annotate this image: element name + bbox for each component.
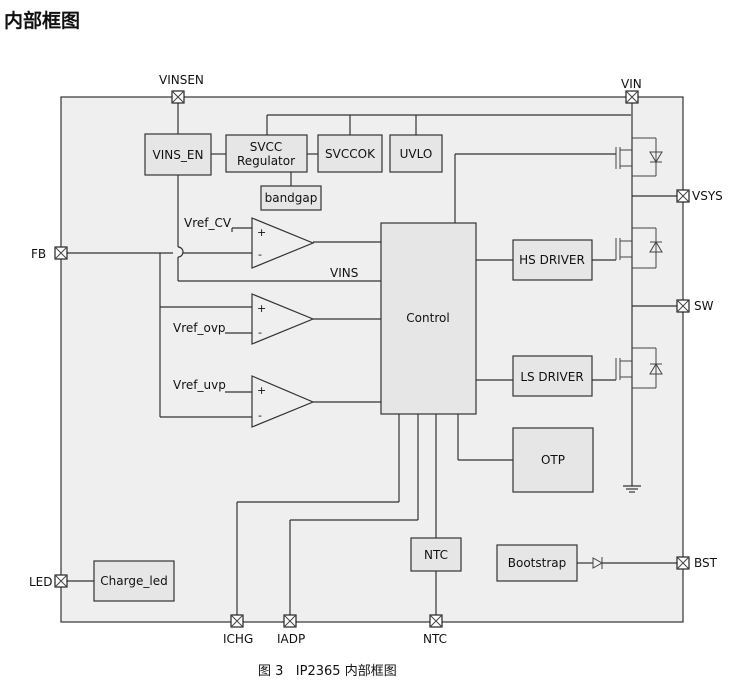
signal-vins: VINS xyxy=(330,266,358,280)
wires xyxy=(67,103,677,615)
pin-fb-label: FB xyxy=(31,247,46,261)
block-ntc: NTC xyxy=(410,537,462,572)
pin-ichg-label: ICHG xyxy=(223,632,253,646)
signal-vref-cv: Vref_CV xyxy=(184,216,232,230)
pin-sw-label: SW xyxy=(694,299,714,313)
page-title: 内部框图 xyxy=(4,9,80,32)
otp-label: OTP xyxy=(541,453,565,467)
bootstrap-label: Bootstrap xyxy=(508,556,566,570)
pin-vsys-label: VSYS xyxy=(692,189,723,203)
pin-led: LED xyxy=(29,574,68,589)
pin-iadp: IADP xyxy=(277,614,305,646)
pin-bst: BST xyxy=(676,556,718,570)
comparator-uvp: + - xyxy=(251,375,315,428)
block-control: Control xyxy=(380,222,477,415)
block-bandgap: bandgap xyxy=(260,185,322,211)
svg-text:-: - xyxy=(258,409,262,422)
signal-vref-uvp: Vref_uvp xyxy=(173,378,226,392)
svcc-label-line1: SVCC xyxy=(250,140,283,154)
block-charge-led: Charge_led xyxy=(93,560,175,602)
charge-led-label: Charge_led xyxy=(100,574,167,588)
block-svcc-regulator: SVCC Regulator xyxy=(225,134,308,173)
pin-bst-label: BST xyxy=(694,556,718,570)
pin-vin-label: VIN xyxy=(621,77,642,91)
pin-ntc: NTC xyxy=(423,614,447,646)
uvlo-label: UVLO xyxy=(400,147,433,161)
pin-led-label: LED xyxy=(29,575,53,589)
svg-text:+: + xyxy=(257,226,266,239)
svg-text:+: + xyxy=(257,302,266,315)
comparator-cv: + - xyxy=(251,217,315,269)
svccok-label: SVCCOK xyxy=(325,147,376,161)
mosfet-top-icon xyxy=(615,137,663,177)
ls-driver-label: LS DRIVER xyxy=(520,370,583,384)
pin-vsys: VSYS xyxy=(676,189,723,203)
pin-ntc-label: NTC xyxy=(423,632,447,646)
block-bootstrap: Bootstrap xyxy=(496,544,578,582)
svg-text:-: - xyxy=(258,248,262,261)
pin-ichg: ICHG xyxy=(223,614,253,646)
svg-text:-: - xyxy=(258,326,262,339)
vins-en-label: VINS_EN xyxy=(153,148,204,162)
mosfet-low-side-icon xyxy=(615,347,663,389)
control-label: Control xyxy=(406,311,449,325)
hs-driver-label: HS DRIVER xyxy=(519,253,585,267)
pin-sw: SW xyxy=(676,299,714,313)
block-svccok: SVCCOK xyxy=(317,134,383,173)
figure-caption: 图 3 IP2365 内部框图 xyxy=(258,663,397,679)
pin-vinsen: VINSEN xyxy=(159,73,204,104)
svg-text:+: + xyxy=(257,384,266,397)
bootstrap-diode-icon xyxy=(592,557,604,569)
block-ls-driver: LS DRIVER xyxy=(512,355,593,397)
ground-icon xyxy=(623,485,641,493)
block-uvlo: UVLO xyxy=(389,134,443,173)
comparator-ovp: + - xyxy=(251,293,315,345)
svcc-label-line2: Regulator xyxy=(237,154,295,168)
bandgap-label: bandgap xyxy=(265,191,318,205)
block-otp: OTP xyxy=(512,427,594,493)
mosfet-high-side-icon xyxy=(615,227,663,269)
ntc-block-label: NTC xyxy=(424,548,448,562)
block-hs-driver: HS DRIVER xyxy=(512,239,593,281)
signal-vref-ovp: Vref_ovp xyxy=(173,321,226,335)
pin-fb: FB xyxy=(31,246,68,261)
pin-vin: VIN xyxy=(621,77,642,104)
block-vins-en: VINS_EN xyxy=(144,133,212,176)
pin-vinsen-label: VINSEN xyxy=(159,73,204,87)
pin-iadp-label: IADP xyxy=(277,632,305,646)
